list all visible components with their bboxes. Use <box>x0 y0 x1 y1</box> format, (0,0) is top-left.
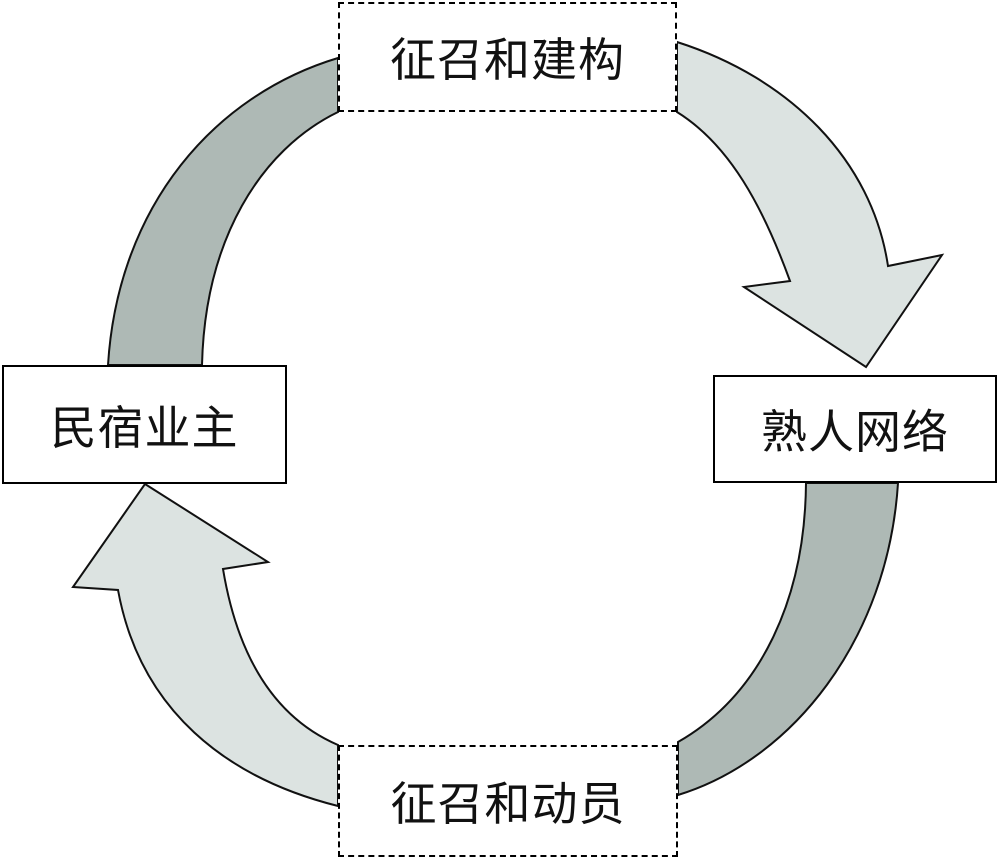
node-recruit-mobilize: 征召和动员 <box>338 745 678 857</box>
node-recruit-build: 征召和建构 <box>338 2 677 112</box>
arrow-recruit-build-to-network <box>676 40 945 369</box>
arrow-recruit-mobilize-to-owner <box>71 482 339 808</box>
arrow-owner-to-recruit-build <box>106 56 339 366</box>
arrow-network-to-recruit-mobilize <box>677 482 900 797</box>
node-acquaintance-network: 熟人网络 <box>713 375 997 483</box>
node-homestay-owner: 民宿业主 <box>2 365 287 484</box>
